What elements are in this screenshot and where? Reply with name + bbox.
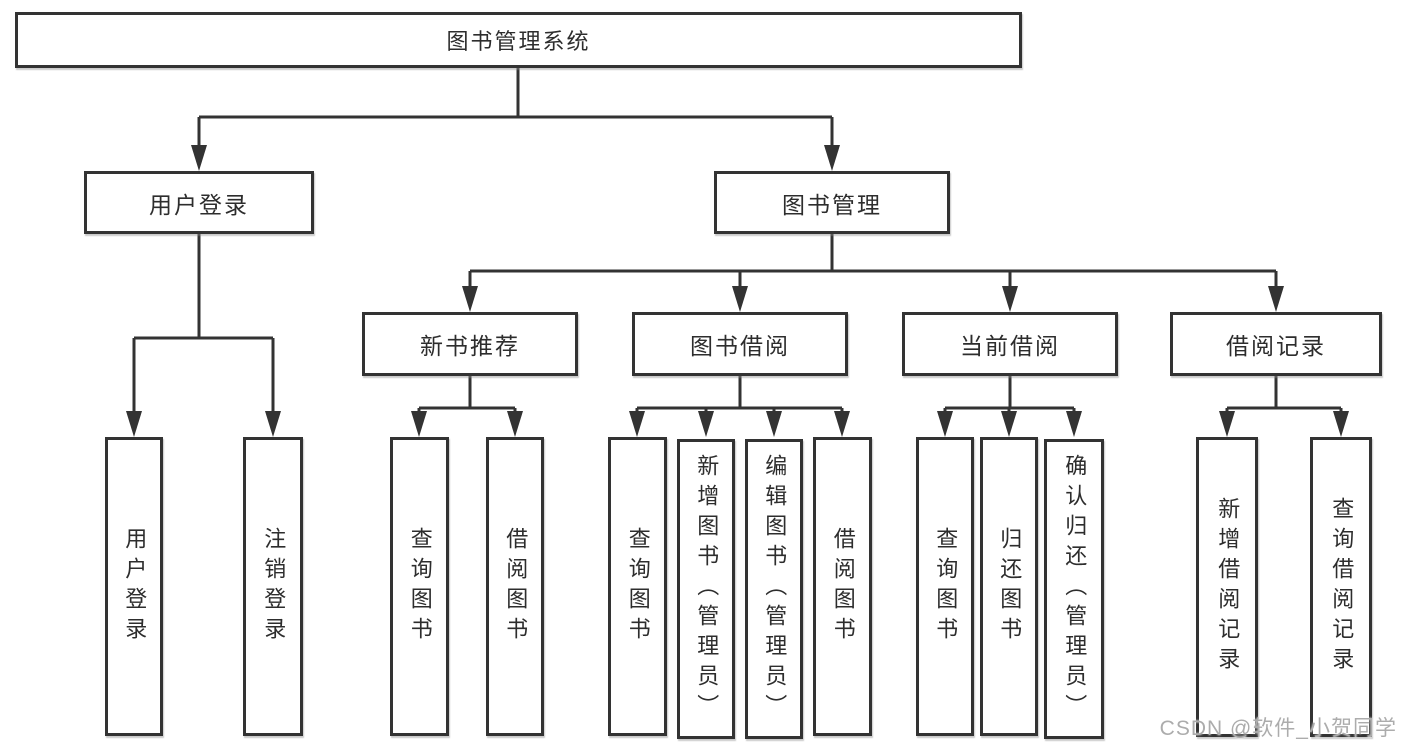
leaf-add-books-admin: 新增图书（管理员） <box>677 439 735 739</box>
arrow-down-icon <box>126 411 142 437</box>
leaf-query-books-current: 查询图书 <box>916 437 974 736</box>
arrow-down-icon <box>1066 411 1082 437</box>
node-label: 查询借阅记录 <box>1329 497 1355 677</box>
leaf-user-login: 用户登录 <box>105 437 163 736</box>
node-label: 新增借阅记录 <box>1215 497 1241 677</box>
arrow-down-icon <box>191 145 207 171</box>
leaf-edit-books-admin: 编辑图书（管理员） <box>745 439 803 739</box>
node-new-book-recommend: 新书推荐 <box>362 312 578 376</box>
arrow-down-icon <box>507 411 523 437</box>
leaf-add-borrow-record: 新增借阅记录 <box>1196 437 1258 737</box>
node-label: 图书借阅 <box>690 333 790 359</box>
node-label: 借阅图书 <box>830 526 856 647</box>
arrow-down-icon <box>824 145 840 171</box>
node-label: 借阅记录 <box>1226 333 1326 359</box>
arrow-down-icon <box>1002 286 1018 312</box>
leaf-return-books: 归还图书 <box>980 437 1038 736</box>
node-label: 查询图书 <box>625 526 651 647</box>
arrow-down-icon <box>265 411 281 437</box>
arrow-down-icon <box>1219 411 1235 437</box>
node-label: 新增图书（管理员） <box>694 454 720 724</box>
arrow-down-icon <box>411 411 427 437</box>
node-book-management: 图书管理 <box>714 171 950 234</box>
node-label: 查询图书 <box>933 526 959 647</box>
arrow-down-icon <box>698 411 714 437</box>
node-label: 图书管理系统 <box>446 29 591 54</box>
node-label: 用户登录 <box>149 191 249 218</box>
node-borrowing-records: 借阅记录 <box>1170 312 1382 376</box>
node-label: 借阅图书 <box>503 526 529 647</box>
arrow-down-icon <box>732 286 748 312</box>
leaf-borrow-books-borrowing: 借阅图书 <box>813 437 872 736</box>
node-label: 编辑图书（管理员） <box>762 454 788 724</box>
arrowhead-icons <box>126 145 1349 437</box>
node-label: 注销登录 <box>261 526 287 647</box>
leaf-query-books-recommend: 查询图书 <box>390 437 449 736</box>
node-label: 当前借阅 <box>960 333 1060 359</box>
arrow-down-icon <box>1001 411 1017 437</box>
arrow-down-icon <box>766 411 782 437</box>
arrow-down-icon <box>937 411 953 437</box>
node-label: 归还图书 <box>997 526 1023 647</box>
node-library-system: 图书管理系统 <box>15 12 1022 68</box>
watermark: CSDN @软件_小贺同学 <box>1159 717 1397 740</box>
node-label: 用户登录 <box>122 526 148 647</box>
arrow-down-icon <box>462 286 478 312</box>
arrow-down-icon <box>1268 286 1284 312</box>
node-label: 查询图书 <box>407 526 433 647</box>
node-book-borrowing: 图书借阅 <box>632 312 848 376</box>
arrow-down-icon <box>1333 411 1349 437</box>
node-user-login: 用户登录 <box>84 171 314 234</box>
leaf-confirm-return-admin: 确认归还（管理员） <box>1044 439 1104 739</box>
leaf-borrow-books-recommend: 借阅图书 <box>486 437 544 736</box>
node-current-borrowing: 当前借阅 <box>902 312 1118 376</box>
node-label: 新书推荐 <box>420 333 520 359</box>
arrow-down-icon <box>834 411 850 437</box>
arrow-down-icon <box>629 411 645 437</box>
leaf-query-borrow-record: 查询借阅记录 <box>1310 437 1372 737</box>
leaf-query-books-borrowing: 查询图书 <box>608 437 667 736</box>
node-label: 确认归还（管理员） <box>1062 454 1088 724</box>
node-label: 图书管理 <box>782 191 882 218</box>
leaf-logout: 注销登录 <box>243 437 303 736</box>
